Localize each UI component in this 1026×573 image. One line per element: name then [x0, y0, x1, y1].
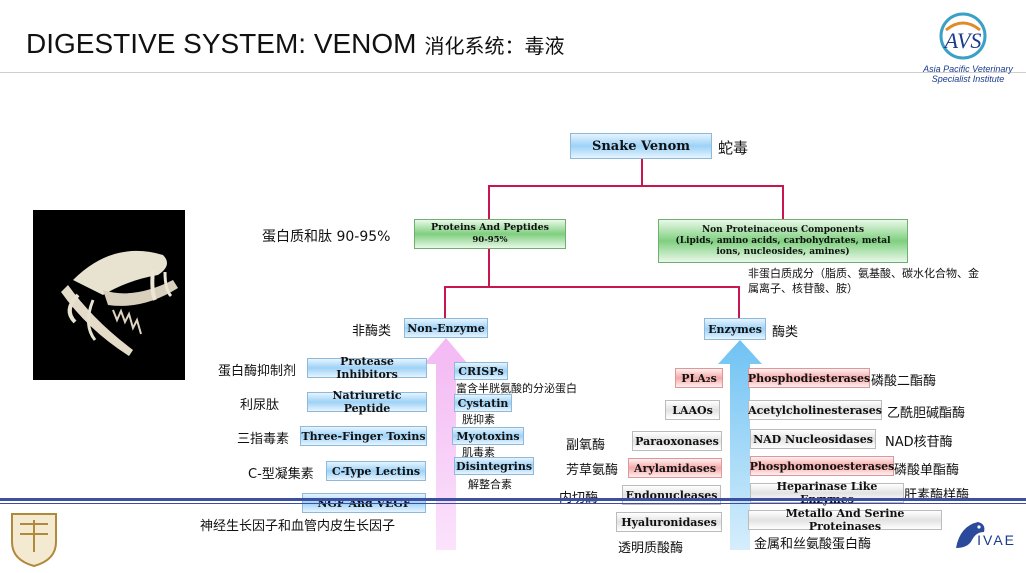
item-disintegrins: Disintegrins: [454, 457, 534, 475]
non-enzyme-arrow: [424, 338, 468, 550]
item-metallo-serine-proteinases: Metallo And Serine Proteinases: [748, 507, 942, 533]
item-endonucleases: Endonucleases: [622, 485, 721, 505]
node-non-enzyme-cn: 非酶类: [352, 324, 392, 339]
connector-to-nonenzyme: [444, 286, 446, 318]
item-label: Acetylcholinesterases: [748, 403, 882, 417]
item-natriuretic-peptide: Natriuretic Peptide: [307, 389, 427, 415]
item-metallo-serine-proteinases-cn: 金属和丝氨酸蛋白酶: [754, 537, 872, 552]
node-nonprot-label: Non Proteinaceous Components: [701, 224, 865, 235]
institute-seal-icon: [11, 513, 57, 568]
item-label: Three-Finger Toxins: [301, 429, 426, 443]
item-label: CRISPs: [458, 364, 504, 378]
item-label: C-Type Lectins: [331, 464, 421, 478]
item-acetylcholinesterases-cn: 乙酰胆碱酯酶: [887, 406, 966, 421]
item-protease-inhibitors-cn: 蛋白酶抑制剂: [218, 364, 297, 379]
item-label: Natriuretic Peptide: [332, 389, 402, 415]
item-label: Protease Inhibitors: [336, 355, 398, 381]
node-enzymes-cn: 酶类: [772, 325, 799, 340]
item-label: Myotoxins: [456, 429, 520, 443]
item-pla2s: PLA₂s: [675, 368, 723, 388]
item-three-finger-toxins: Three-Finger Toxins: [300, 426, 427, 446]
item-label: Hyaluronidases: [621, 515, 717, 529]
item-crisps: CRISPs: [454, 362, 508, 380]
node-snake-venom-cn: 蛇毒: [718, 139, 749, 157]
node-proteins-label: Proteins And Peptides: [431, 222, 549, 233]
connector-to-nonprot: [782, 185, 784, 219]
item-cystatin-cn: 胱抑素: [462, 413, 495, 426]
header-divider: [0, 72, 1026, 73]
item-paraoxonases-cn: 副氧酶: [566, 438, 606, 453]
page-title: DIGESTIVE SYSTEM: VENOM 消化系统：毒液: [26, 28, 565, 60]
item-nad-nucleosidases-cn: NAD核苷酶: [885, 435, 953, 450]
item-phosphodiesterases-cn: 磷酸二酯酶: [871, 374, 937, 389]
item-label: Metallo And Serine Proteinases: [785, 507, 905, 533]
item-arylamidases: Arylamidases: [628, 458, 722, 478]
connector-proteins-down: [488, 249, 490, 287]
node-snake-venom: Snake Venom: [570, 133, 712, 159]
parrot-logo-icon: [956, 522, 985, 548]
item-label: Disintegrins: [455, 459, 533, 473]
connector-level2-horizontal: [444, 286, 740, 288]
item-phosphodiesterases: Phosphodiesterases: [748, 368, 870, 388]
item-disintegrins-cn: 解整合素: [468, 478, 512, 491]
footer-rule: [0, 498, 1026, 501]
item-label: Phosphodiesterases: [747, 371, 871, 385]
item-natriuretic-peptide-cn: 利尿肽: [240, 398, 280, 413]
connector-to-proteins: [488, 185, 490, 219]
snake-skull-photo: [33, 210, 185, 380]
item-label: LAAOs: [672, 403, 713, 417]
item-hyaluronidases-cn: 透明质酸酶: [618, 541, 684, 556]
node-proteins-sub: 90-95%: [472, 235, 508, 245]
node-enzymes-label: Enzymes: [708, 322, 762, 336]
node-nonprot-sub: (Lipids, amino acids, carbohydrates, met…: [675, 235, 891, 257]
item-label: Cystatin: [457, 396, 509, 410]
item-phosphomonoesterases-cn: 磷酸单酯酶: [894, 463, 960, 478]
ivae-brand: IVAE: [977, 532, 1016, 548]
node-non-enzyme-label: Non-Enzyme: [407, 321, 485, 335]
item-myotoxins-cn: 肌毒素: [462, 446, 495, 459]
item-label: PLA₂s: [681, 371, 717, 385]
node-snake-venom-label: Snake Venom: [591, 138, 691, 154]
node-nonprot-cn: 非蛋白质成分（脂质、氨基酸、碳水化合物、金属离子、核苷酸、胺）: [748, 267, 979, 295]
item-hyaluronidases: Hyaluronidases: [616, 512, 722, 532]
item-cystatin: Cystatin: [454, 394, 512, 412]
item-nad-nucleosidases: NAD Nucleosidases: [750, 429, 876, 449]
node-enzymes: Enzymes: [704, 318, 766, 340]
item-crisps-cn: 富含半胱氨酸的分泌蛋白: [456, 382, 577, 395]
item-three-finger-toxins-cn: 三指毒素: [237, 432, 290, 447]
item-label: Paraoxonases: [635, 434, 719, 448]
node-nonprot: Non Proteinaceous Components (Lipids, am…: [658, 219, 908, 263]
connector-to-enzymes: [738, 286, 740, 318]
node-proteins: Proteins And Peptides 90-95%: [414, 219, 566, 249]
footer-rule-thin: [0, 503, 1026, 504]
item-protease-inhibitors: Protease Inhibitors: [307, 355, 427, 381]
title-en: DIGESTIVE SYSTEM: VENOM: [26, 28, 417, 59]
connector-level1-horizontal: [488, 185, 784, 187]
apvsi-logo: AVS Asia Pacific Veterinary Specialist I…: [908, 8, 1018, 88]
apvsi-logo-icon: AVS: [939, 12, 987, 60]
item-c-type-lectins: C-Type Lectins: [326, 461, 426, 481]
item-label: NAD Nucleosidases: [753, 432, 873, 446]
item-label: Arylamidases: [633, 461, 717, 475]
enzyme-arrow: [718, 340, 762, 550]
logo-text: Asia Pacific Veterinary Specialist Insti…: [923, 64, 1013, 84]
item-ngf-vegf-cn: 神经生长因子和血管内皮生长因子: [200, 519, 396, 534]
item-label: Phosphomonoesterases: [749, 459, 895, 473]
item-arylamidases-cn: 芳草氨酶: [566, 463, 619, 478]
item-laaos: LAAOs: [665, 400, 720, 420]
item-acetylcholinesterases: Acetylcholinesterases: [748, 400, 882, 420]
title-cn: 消化系统：毒液: [424, 36, 565, 58]
item-myotoxins: Myotoxins: [452, 427, 524, 445]
connector-root-down: [641, 158, 643, 186]
item-c-type-lectins-cn: C-型凝集素: [248, 467, 314, 482]
item-phosphomonoesterases: Phosphomonoesterases: [750, 456, 894, 476]
item-paraoxonases: Paraoxonases: [632, 431, 722, 451]
node-proteins-cn: 蛋白质和肽 90-95%: [262, 229, 391, 245]
logo-mark: AVS: [943, 28, 982, 53]
node-non-enzyme: Non-Enzyme: [404, 318, 488, 338]
